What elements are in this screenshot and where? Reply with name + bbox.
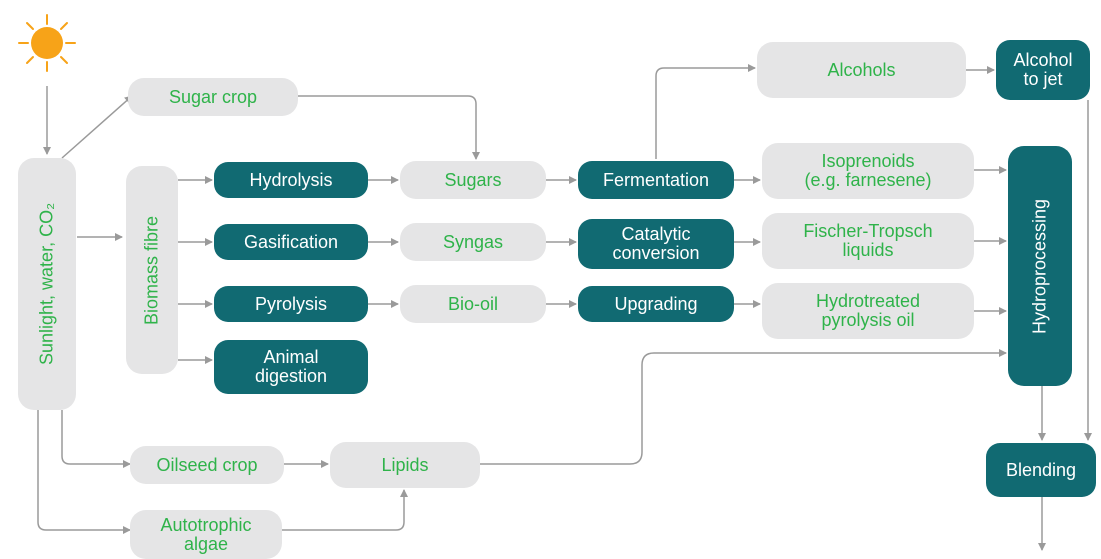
arrow-lipids-to-hydroprocessing xyxy=(480,349,1007,465)
node-hydroprocessing: Hydroprocessing xyxy=(1008,146,1072,386)
node-catalytic-conversion: Catalytic conversion xyxy=(578,219,734,269)
arrow-sunlight-to-algae xyxy=(37,410,131,534)
node-hydrolysis: Hydrolysis xyxy=(214,162,368,198)
node-sugar-crop: Sugar crop xyxy=(128,78,298,116)
arrow-sunlight-to-sugar-crop xyxy=(61,95,133,159)
node-sugars: Sugars xyxy=(400,161,546,199)
node-oilseed-crop: Oilseed crop xyxy=(130,446,284,484)
node-gasification: Gasification xyxy=(214,224,368,260)
node-isoprenoids: Isoprenoids (e.g. farnesene) xyxy=(762,143,974,199)
node-syngas: Syngas xyxy=(400,223,546,261)
node-pyrolysis: Pyrolysis xyxy=(214,286,368,322)
node-upgrading: Upgrading xyxy=(578,286,734,322)
node-alcohol-to-jet: Alcohol to jet xyxy=(996,40,1090,100)
node-fischer-tropsch-liquids: Fischer-Tropsch liquids xyxy=(762,213,974,269)
node-sunlight-water-co2: Sunlight, water, CO₂ xyxy=(18,158,76,410)
node-bio-oil: Bio-oil xyxy=(400,285,546,323)
arrow-sugar-crop-to-sugars xyxy=(298,95,480,160)
sun-icon xyxy=(18,14,76,72)
arrow-algae-to-lipids xyxy=(282,489,408,531)
node-fermentation: Fermentation xyxy=(578,161,734,199)
node-hydrotreated-pyrolysis-oil: Hydrotreated pyrolysis oil xyxy=(762,283,974,339)
node-lipids: Lipids xyxy=(330,442,480,488)
node-alcohols: Alcohols xyxy=(757,42,966,98)
node-animal-digestion: Animal digestion xyxy=(214,340,368,394)
node-autotrophic-algae: Autotrophic algae xyxy=(130,510,282,559)
arrow-fermentation-to-alcohols xyxy=(655,64,756,159)
node-blending: Blending xyxy=(986,443,1096,497)
arrow-sunlight-to-oilseed xyxy=(61,410,131,468)
node-biomass-fibre: Biomass fibre xyxy=(126,166,178,374)
